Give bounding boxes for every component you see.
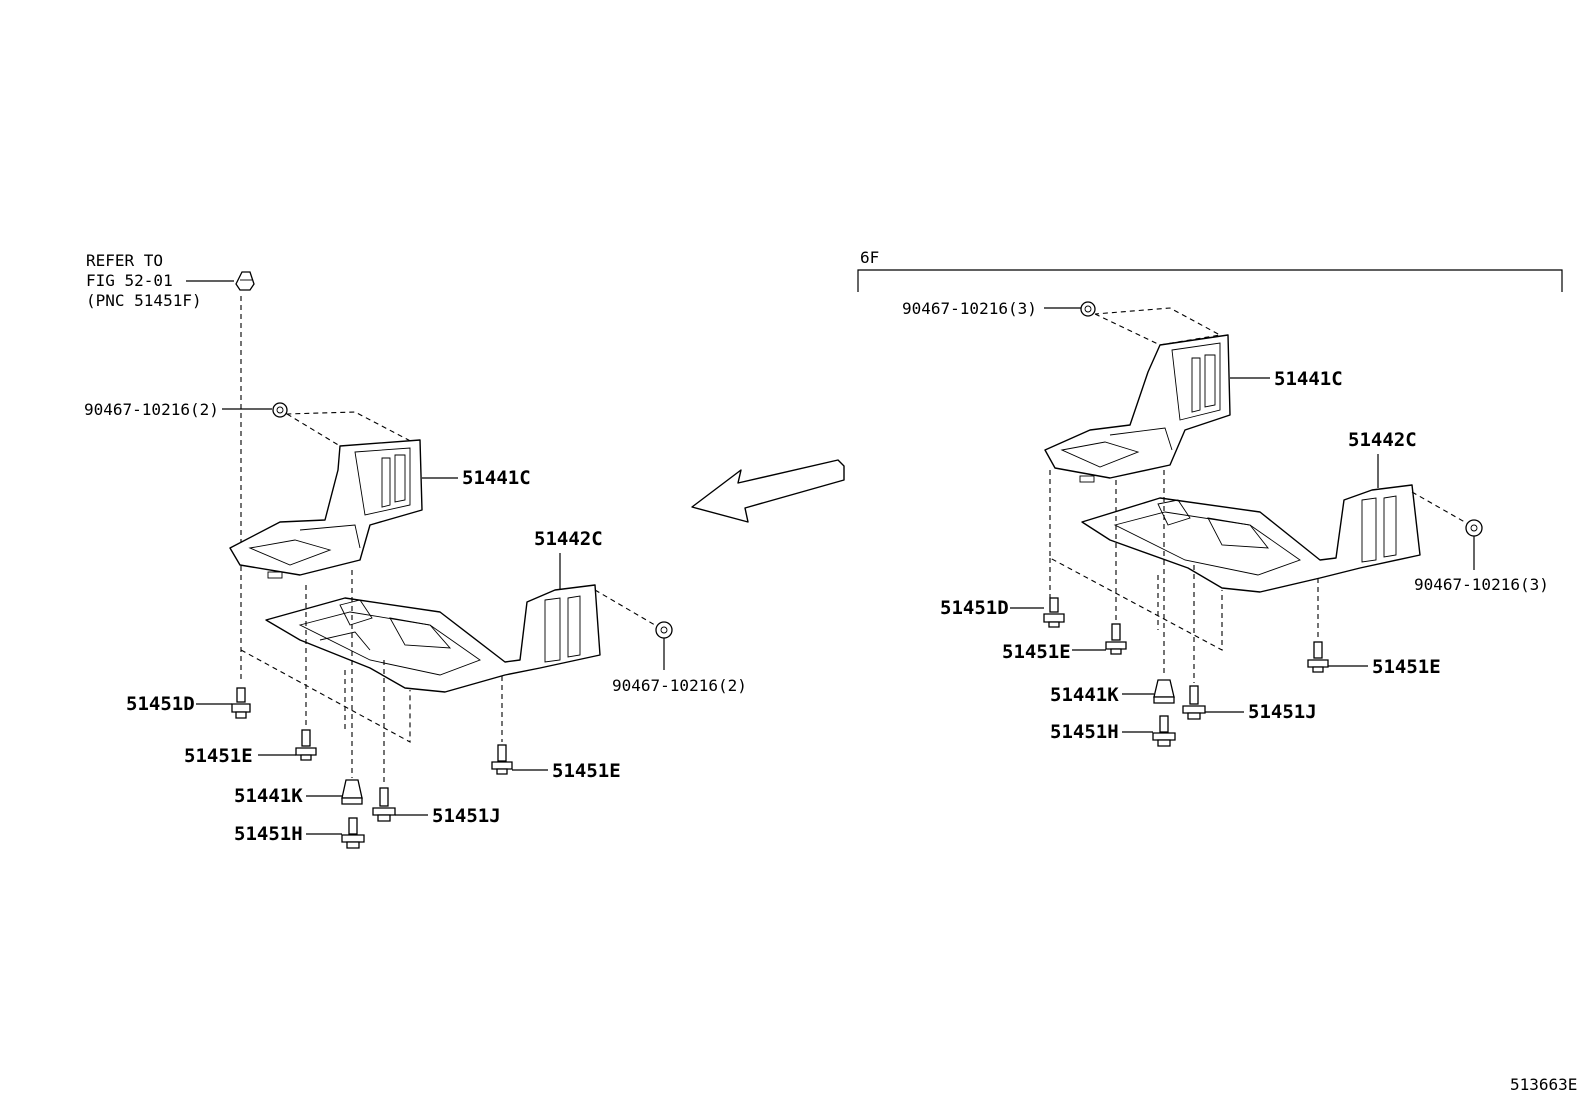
clip-icon — [272, 402, 288, 418]
left-bolt-e-label: 51451E — [184, 745, 253, 767]
lower-engine-cover-part — [265, 584, 601, 693]
right-lower-cover-label: 51442C — [1348, 429, 1417, 451]
left-bolt-d-label: 51451D — [126, 693, 195, 715]
left-clip-k-label: 51441K — [234, 785, 303, 807]
clip-icon — [655, 621, 673, 639]
left-clip-right-label: 90467-10216(2) — [612, 676, 747, 695]
push-clip-icon — [341, 779, 363, 805]
left-clip-top-guide — [285, 411, 421, 447]
left-lower-cover-label: 51442C — [534, 528, 603, 550]
right-clip-right-guide — [1411, 491, 1471, 526]
left-upper-cover-label: 51441C — [462, 467, 531, 489]
variant-tag: 6F — [860, 248, 879, 267]
bolt-icon — [1043, 597, 1065, 628]
lower-engine-cover-part — [1081, 484, 1421, 593]
bolt-icon — [1152, 715, 1176, 747]
bolt-icon — [1105, 623, 1127, 655]
left-bolt-j-label: 51451J — [432, 805, 501, 827]
left-clip-top-label: 90467-10216(2) — [84, 400, 219, 419]
right-clip-k-label: 51441K — [1050, 684, 1119, 706]
right-clip-right-label: 90467-10216(3) — [1414, 575, 1549, 594]
upper-engine-cover-part — [1044, 334, 1231, 483]
clip-icon — [1080, 301, 1096, 317]
figure-number: 513663E — [1510, 1075, 1577, 1094]
direction-arrow-icon — [691, 459, 845, 523]
push-clip-icon — [1153, 679, 1175, 704]
right-bolt-h-label: 51451H — [1050, 721, 1119, 743]
right-assembly: 6F 90467-10216(3) 51441C — [857, 248, 1563, 747]
left-clip-right-guide — [594, 589, 661, 629]
right-bolt-j-label: 51451J — [1248, 701, 1317, 723]
bolt-icon — [372, 787, 396, 822]
bolt-icon — [295, 729, 317, 761]
refer-note-line1: REFER TO — [86, 251, 163, 270]
right-clip-top-guide — [1094, 307, 1222, 346]
right-clip-top-label: 90467-10216(3) — [902, 299, 1037, 318]
bolt-icon — [341, 817, 365, 849]
left-bolt-e-right-label: 51451E — [552, 760, 621, 782]
refer-note-line3: (PNC 51451F) — [86, 291, 202, 310]
right-upper-cover-label: 51441C — [1274, 368, 1343, 390]
bolt-icon — [231, 687, 251, 719]
right-bolt-d-label: 51451D — [940, 597, 1009, 619]
clip-icon — [1465, 519, 1483, 537]
referenced-clip-icon — [235, 271, 255, 291]
refer-note-line2: FIG 52-01 — [86, 271, 173, 290]
variant-bracket — [857, 269, 1563, 292]
right-bolt-e-right-label: 51451E — [1372, 656, 1441, 678]
right-bolt-e-label: 51451E — [1002, 641, 1071, 663]
bolt-icon — [1182, 685, 1206, 720]
bolt-icon — [1307, 641, 1329, 673]
left-guide-d — [240, 649, 411, 743]
left-assembly: REFER TO FIG 52-01 (PNC 51451F) 90467-10… — [84, 251, 747, 849]
upper-engine-cover-part — [229, 439, 423, 579]
bolt-icon — [491, 744, 513, 775]
left-bolt-h-label: 51451H — [234, 823, 303, 845]
